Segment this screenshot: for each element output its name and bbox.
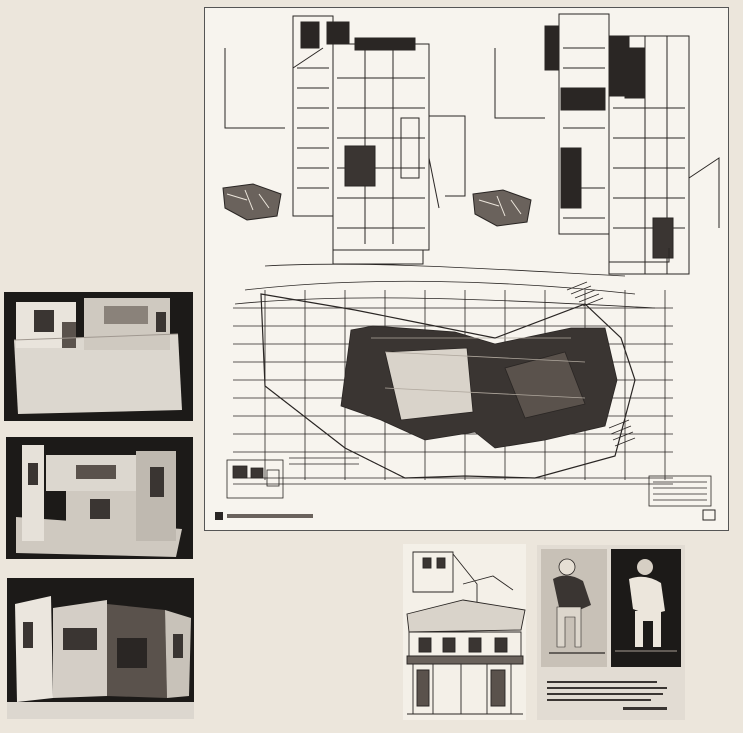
drawing-title-strip <box>215 509 716 521</box>
model-photo-3 <box>7 578 194 719</box>
site-plan <box>233 263 673 485</box>
portrait-right <box>611 549 681 667</box>
house-facade-sketch <box>403 544 526 720</box>
context-plan-left <box>222 183 282 221</box>
model-photo-2 <box>6 437 193 559</box>
building-section-right <box>494 13 720 275</box>
site-elevation-thumb <box>226 457 359 499</box>
model-photo-1 <box>4 292 193 421</box>
context-plan-right <box>472 189 532 227</box>
drawing-sheet <box>204 7 729 531</box>
building-section-left <box>224 15 466 265</box>
drawing-legend <box>648 475 712 507</box>
quote-block <box>547 681 667 710</box>
portrait-left <box>541 549 607 667</box>
portrait-card <box>537 545 685 720</box>
drawing-sheet-svg <box>215 13 720 521</box>
